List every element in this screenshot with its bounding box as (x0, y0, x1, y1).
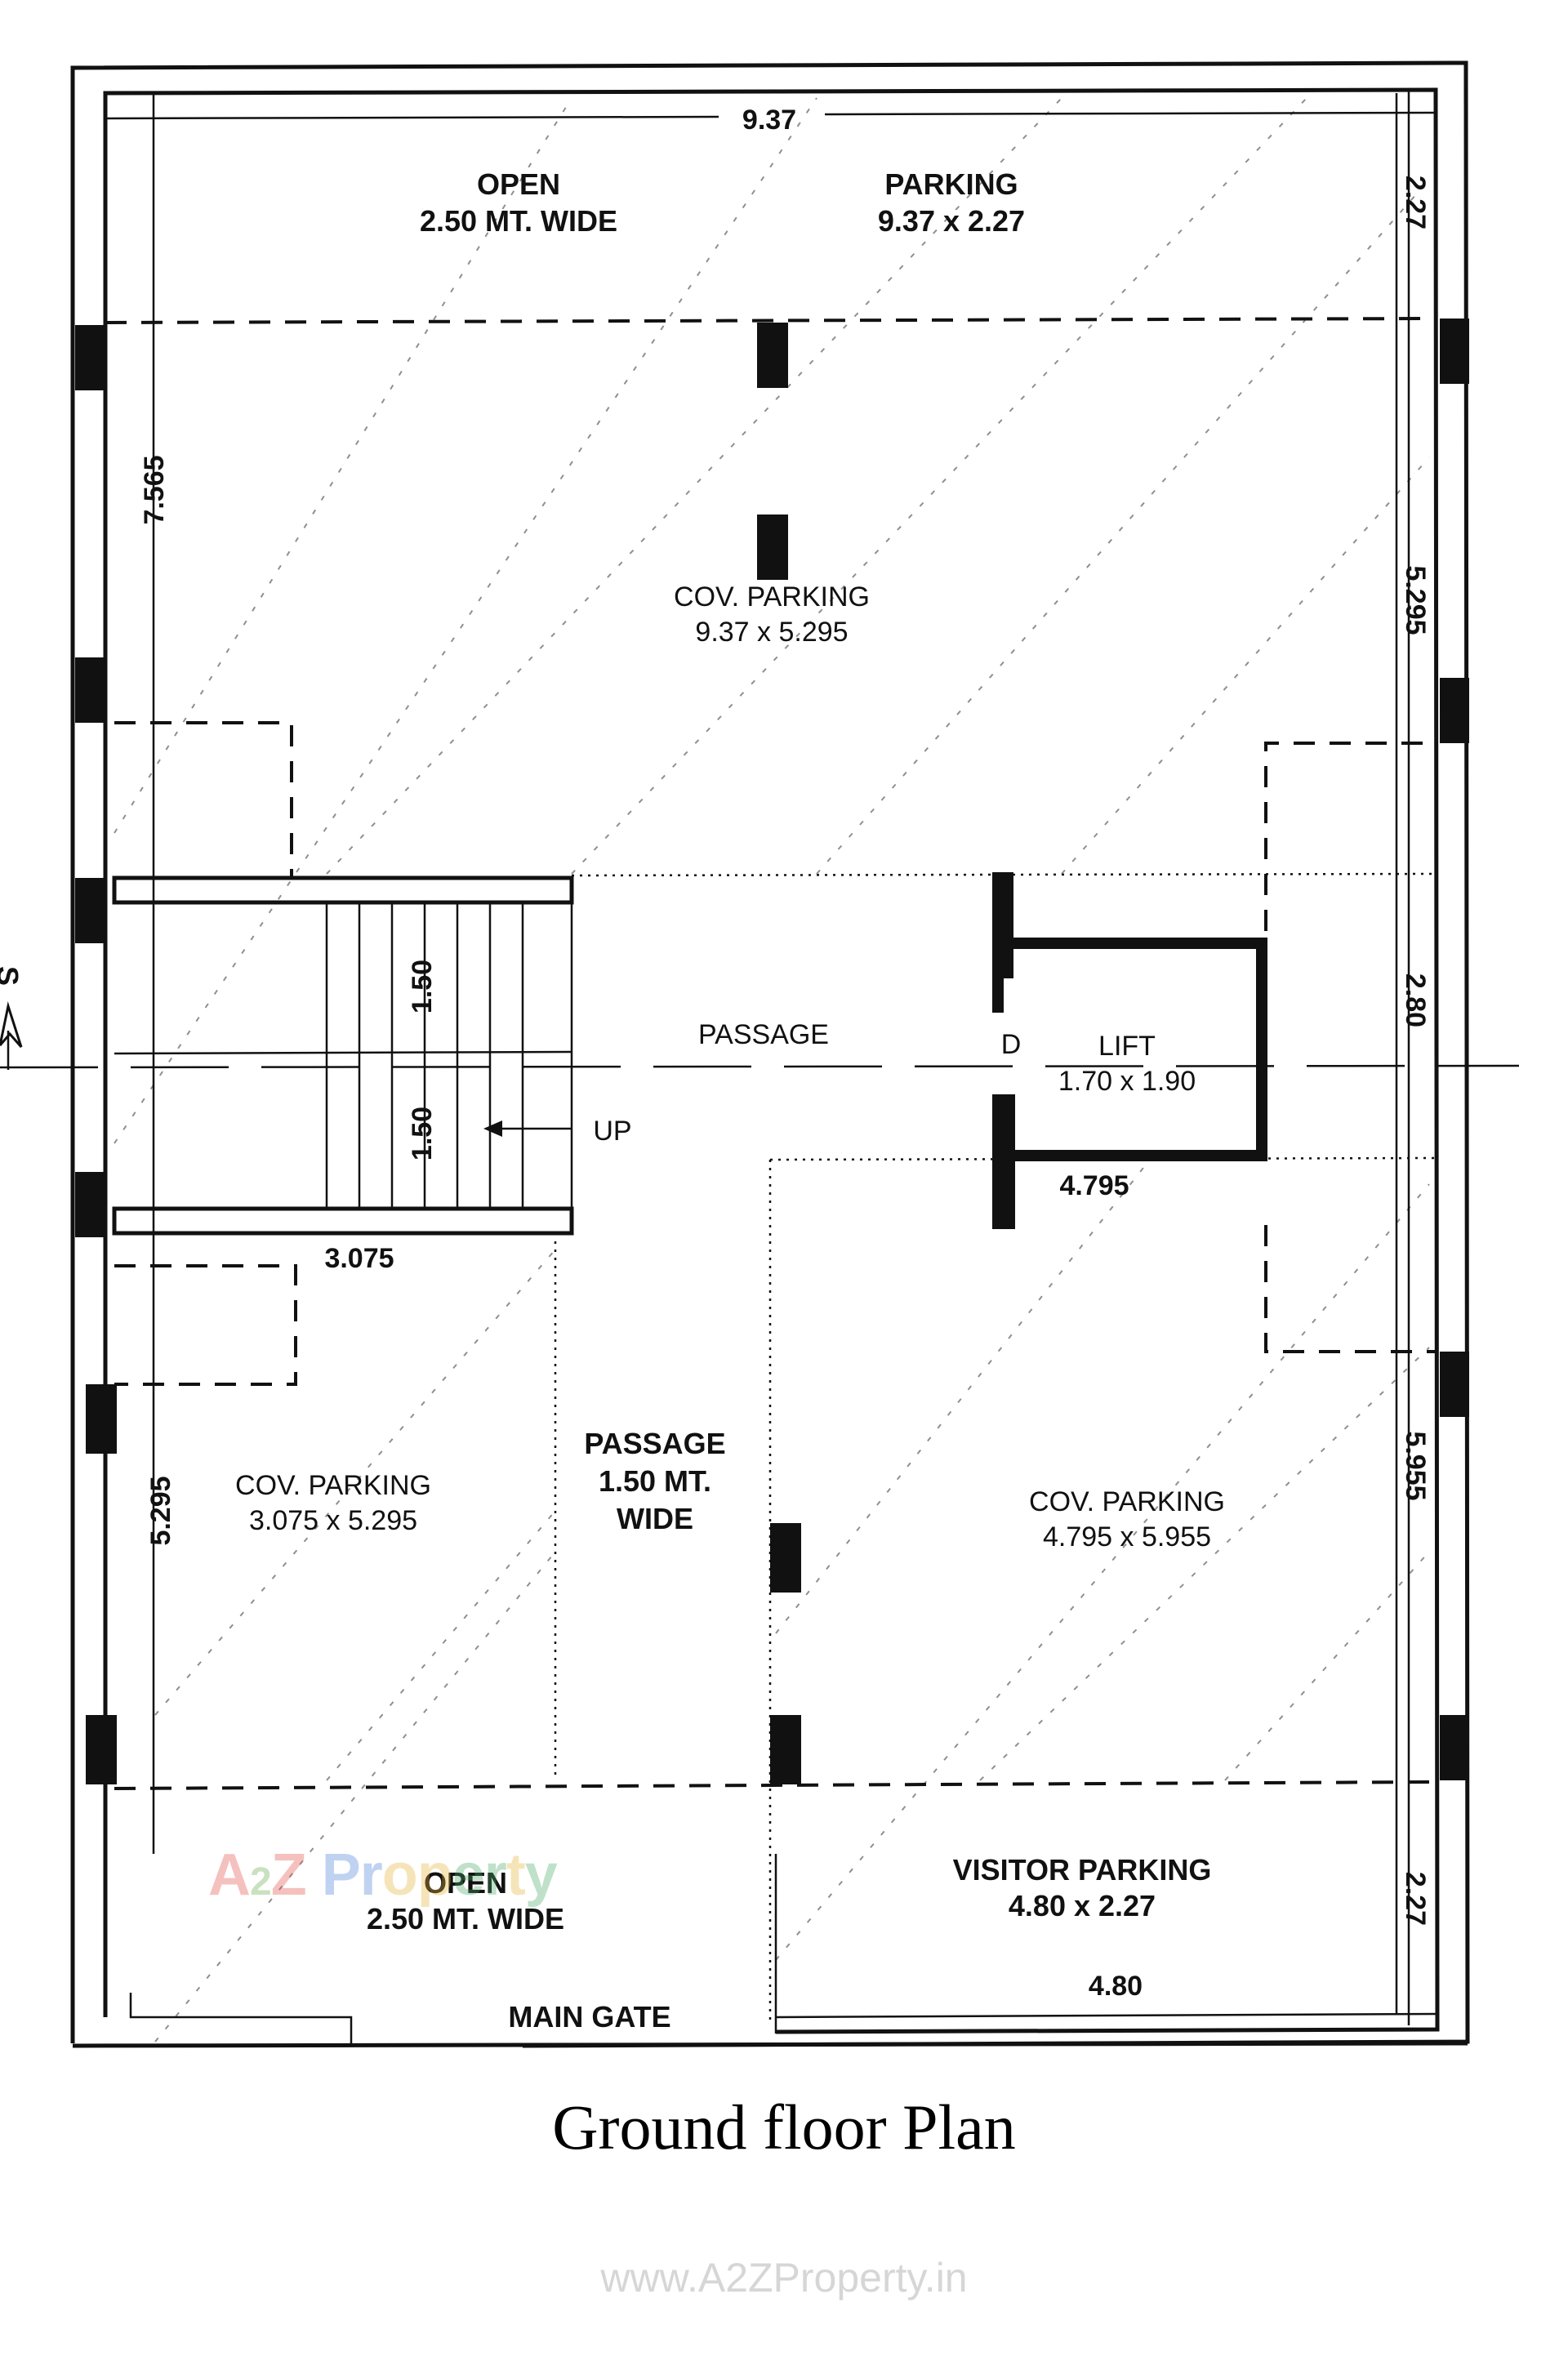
svg-text:PASSAGE: PASSAGE (698, 1019, 829, 1050)
svg-text:OPEN: OPEN (477, 167, 560, 201)
svg-text:1.50: 1.50 (407, 1107, 438, 1160)
svg-text:5.295: 5.295 (1400, 565, 1431, 635)
svg-text:PASSAGE: PASSAGE (584, 1427, 725, 1460)
room-label-cov-parking-right: COV. PARKING 4.795 x 5.955 (1029, 1486, 1225, 1552)
svg-text:D: D (1001, 1029, 1022, 1060)
room-label-cov-parking-left: COV. PARKING 3.075 x 5.295 (235, 1470, 431, 1536)
room-label-lift: D LIFT 1.70 x 1.90 (1001, 1029, 1196, 1097)
room-label-passage: PASSAGE (698, 1019, 829, 1050)
room-label-open-bottom: OPEN 2.50 MT. WIDE (367, 1866, 564, 1936)
svg-text:4.795: 4.795 (1059, 1170, 1129, 1201)
boundary-walls (70, 60, 1470, 2048)
svg-text:5.295: 5.295 (145, 1476, 176, 1545)
stair-up-label: UP (593, 1116, 631, 1147)
stair-up-arrow-icon (483, 1120, 502, 1137)
svg-text:4.80: 4.80 (1089, 1971, 1143, 2002)
svg-text:VISITOR PARKING: VISITOR PARKING (953, 1853, 1212, 1887)
room-label-open-top: OPEN 2.50 MT. WIDE (420, 167, 617, 238)
svg-text:2.27: 2.27 (1400, 1872, 1431, 1926)
dimension-labels: 9.37 2.27 7.565 5.295 1.50 1.50 2.80 4.7… (139, 105, 1431, 2002)
room-label-parking-top: PARKING 9.37 x 2.27 (878, 167, 1025, 238)
svg-text:4.795 x 5.955: 4.795 x 5.955 (1043, 1521, 1211, 1552)
svg-text:1.50: 1.50 (407, 960, 438, 1013)
svg-text:2.80: 2.80 (1400, 973, 1431, 1027)
svg-text:WIDE: WIDE (617, 1502, 693, 1535)
svg-text:PARKING: PARKING (884, 167, 1018, 201)
room-label-visitor-parking: VISITOR PARKING 4.80 x 2.27 (953, 1853, 1212, 1922)
structural-columns (75, 319, 1469, 1784)
svg-text:2.27: 2.27 (1400, 176, 1431, 229)
svg-text:COV. PARKING: COV. PARKING (1029, 1486, 1225, 1517)
site-url-watermark: www.A2ZProperty.in (600, 2255, 968, 2301)
svg-text:3.075: 3.075 (324, 1243, 394, 1274)
svg-text:9.37 x 2.27: 9.37 x 2.27 (878, 204, 1025, 238)
section-marker: S (0, 966, 24, 1070)
svg-text:1.70 x 1.90: 1.70 x 1.90 (1058, 1066, 1196, 1097)
main-gate-label: MAIN GATE (508, 2000, 670, 2034)
hatch-pattern (114, 97, 1430, 2042)
svg-text:2.50 MT. WIDE: 2.50 MT. WIDE (367, 1902, 564, 1936)
room-label-passage-wide: PASSAGE 1.50 MT. WIDE (584, 1427, 725, 1535)
svg-text:7.565: 7.565 (139, 455, 170, 524)
svg-text:OPEN: OPEN (424, 1866, 507, 1900)
svg-text:4.80 x 2.27: 4.80 x 2.27 (1009, 1889, 1156, 1922)
staircase (112, 875, 574, 1236)
svg-text:LIFT: LIFT (1098, 1031, 1156, 1062)
room-label-cov-parking-main: COV. PARKING 9.37 x 5.295 (674, 581, 870, 648)
plan-title: Ground floor Plan (552, 2091, 1016, 2163)
svg-text:COV. PARKING: COV. PARKING (674, 581, 870, 613)
lift-shaft (992, 872, 1267, 1229)
svg-text:9.37: 9.37 (742, 105, 796, 136)
svg-text:3.075 x 5.295: 3.075 x 5.295 (249, 1505, 417, 1536)
svg-text:5.955: 5.955 (1400, 1431, 1431, 1500)
a2z-logo-watermark: A2Z Property (208, 1842, 558, 1908)
svg-text:9.37 x 5.295: 9.37 x 5.295 (695, 617, 848, 648)
svg-text:2.50 MT. WIDE: 2.50 MT. WIDE (420, 204, 617, 238)
svg-text:1.50 MT.: 1.50 MT. (599, 1464, 711, 1498)
svg-text:COV. PARKING: COV. PARKING (235, 1470, 431, 1501)
section-marker-label: S (0, 966, 24, 986)
dimension-lines (105, 90, 1437, 2025)
